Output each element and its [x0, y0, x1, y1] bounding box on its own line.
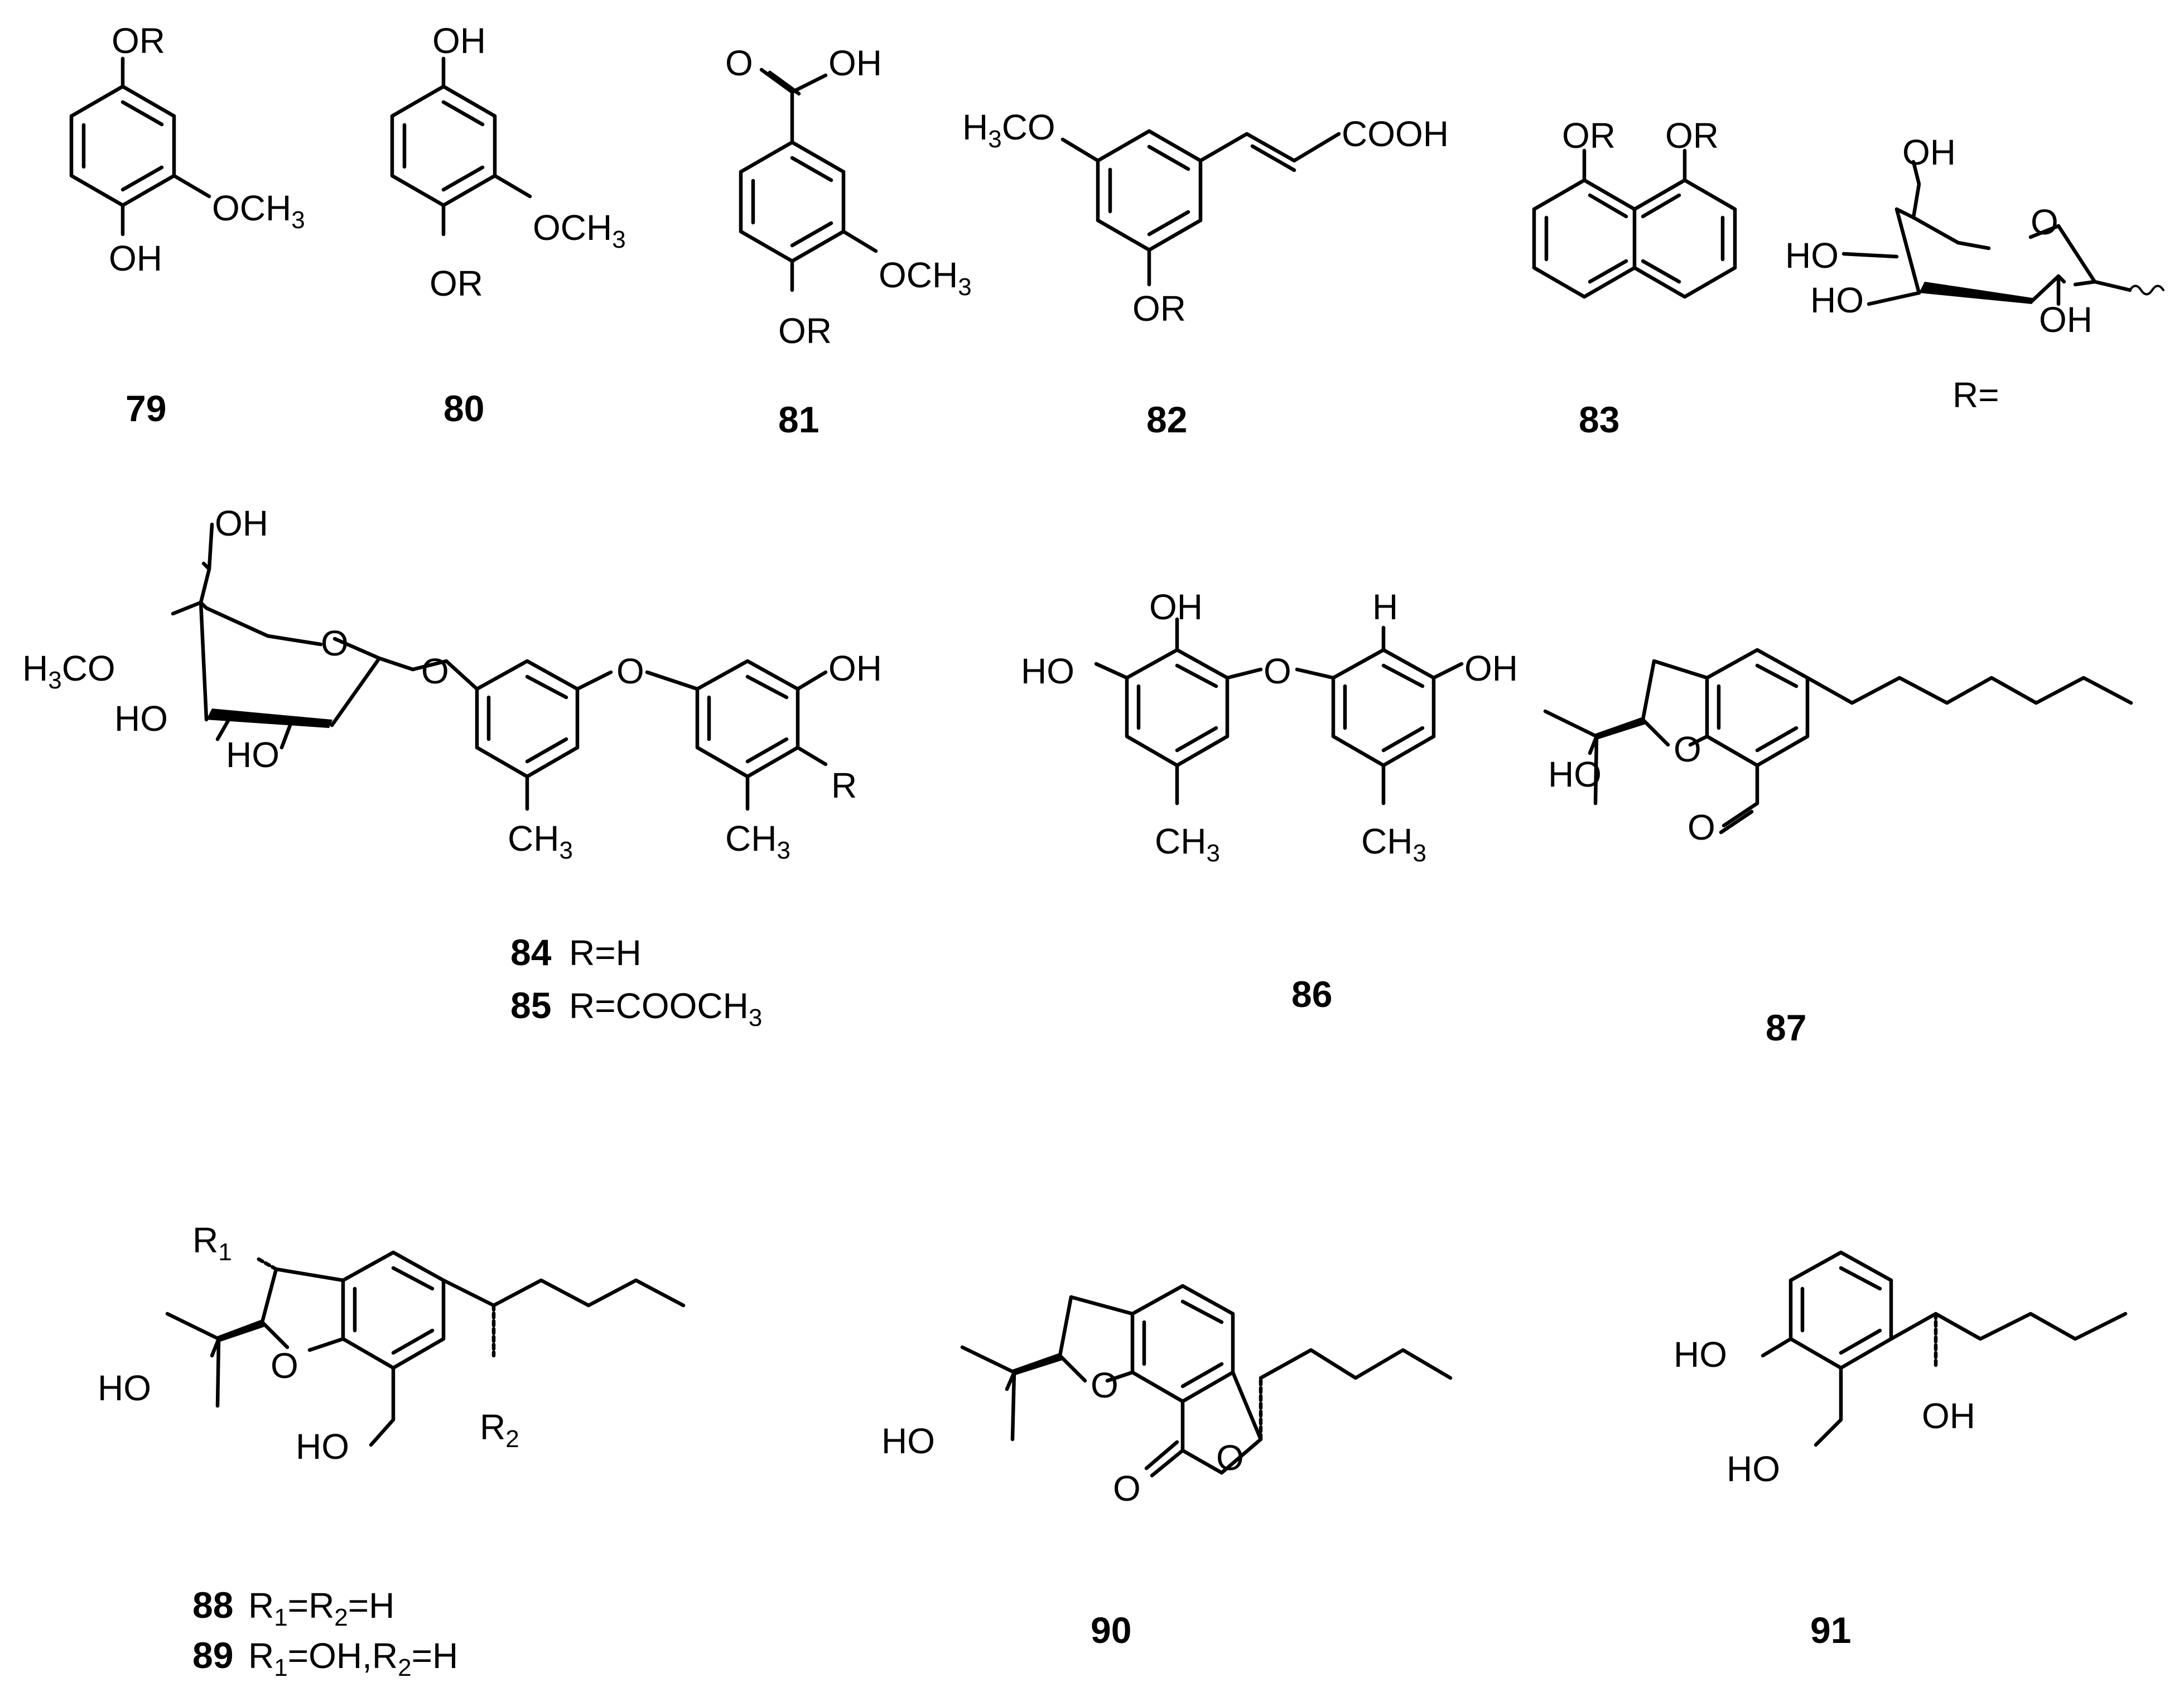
atom-label: OH	[828, 43, 882, 83]
atom-label: CH3	[725, 818, 790, 864]
atom-label: OR	[1665, 115, 1719, 156]
atom-label: OR	[1562, 115, 1616, 156]
r-group-glucose: OH O HO HO OH R=	[1785, 132, 2164, 415]
atom-label: OCH3	[533, 208, 626, 253]
atom-label: OH	[2039, 300, 2093, 340]
atom-label: O	[2031, 202, 2058, 242]
compound-caption: R=COOCH3	[569, 986, 762, 1032]
atom-label: HO	[114, 698, 168, 739]
atom-label: R2	[480, 1407, 519, 1453]
compound-number: 81	[778, 399, 819, 440]
atom-label: OH	[1922, 1396, 1975, 1436]
atom-label: O	[1688, 807, 1715, 847]
atom-label: OH	[1464, 648, 1518, 688]
compound-number: 89	[192, 1635, 233, 1676]
compound-number: 91	[1810, 1609, 1851, 1651]
atom-label: H	[1372, 587, 1398, 627]
atom-label: O	[1113, 1468, 1141, 1508]
atom-label: OCH3	[879, 255, 972, 301]
atom-label: O	[1674, 729, 1701, 769]
atom-label: HO	[1674, 1334, 1727, 1375]
atom-label: HO	[1810, 280, 1864, 320]
compound-83: OR OR 83	[1532, 115, 1737, 440]
atom-label: COOH	[1342, 114, 1449, 154]
compound-caption: R1=R2=H	[248, 1585, 394, 1631]
atom-label: OR	[430, 263, 483, 303]
atom-label: OH	[1149, 587, 1203, 627]
compound-81: O OH OCH3 OR 81	[725, 43, 972, 440]
compound-number: 85	[510, 985, 551, 1026]
compound-number: 80	[443, 388, 484, 429]
compound-number: 79	[126, 388, 166, 429]
atom-label: OR	[778, 311, 832, 351]
atom-label: CH3	[1155, 821, 1220, 867]
atom-label: OCH3	[212, 188, 305, 234]
atom-label: OH	[109, 238, 162, 278]
compound-caption: R1=OH,R2=H	[248, 1636, 458, 1681]
atom-label: H3CO	[22, 648, 115, 694]
compound-number: 86	[1291, 973, 1332, 1015]
atom-label: HO	[1021, 651, 1074, 691]
atom-label: HO	[1548, 754, 1602, 794]
atom-label: CH3	[1361, 821, 1426, 867]
atom-label: HO	[98, 1368, 151, 1408]
compound-82: H3CO COOH OR 82	[962, 107, 1449, 440]
compound-caption: R=H	[569, 933, 642, 973]
atom-label: HO	[1727, 1449, 1780, 1489]
atom-label: HO	[1785, 235, 1839, 276]
compound-79: OR OCH3 OH 79	[69, 21, 305, 429]
compound-number: 84	[510, 932, 552, 973]
compound-number: 83	[1579, 399, 1619, 440]
compound-number: 90	[1091, 1609, 1131, 1651]
atom-label: R1	[192, 1220, 232, 1266]
compound-number: 82	[1146, 399, 1187, 440]
compound-88-89: R1 O HO HO R2 88 R1=R2=H 89 R1=OH,R2=H	[98, 1220, 686, 1681]
compound-number: 87	[1766, 1007, 1806, 1048]
compound-91: HO HO OH 91	[1674, 1250, 2128, 1651]
atom-label: CH3	[508, 818, 573, 864]
atom-label: O	[421, 651, 449, 691]
atom-label: OR	[1132, 288, 1186, 329]
atom-label: OH	[215, 503, 268, 543]
atom-label: HO	[296, 1426, 349, 1467]
atom-label: O	[1216, 1438, 1244, 1478]
r-group-label: R=	[1952, 375, 1999, 415]
atom-label: OH	[1902, 132, 1956, 172]
atom-label: OR	[112, 21, 165, 61]
compound-90: O HO O O 90	[881, 1284, 1453, 1651]
compound-84-85: OH H3CO O HO HO O O OH R CH3 CH3 84 R=H …	[22, 503, 882, 1032]
atom-label: HO	[881, 1421, 935, 1461]
compound-number: 88	[192, 1584, 233, 1626]
atom-label: OH	[828, 648, 882, 688]
atom-label: O	[1091, 1365, 1118, 1405]
compound-86: OH HO O H OH CH3 CH3 86	[1021, 587, 1518, 1015]
atom-label: OH	[432, 21, 486, 61]
atom-label: O	[1264, 651, 1291, 691]
compound-87: O HO O 87	[1543, 648, 2133, 1048]
atom-label: H3CO	[962, 107, 1055, 153]
atom-label: O	[271, 1346, 298, 1386]
atom-label: R	[831, 765, 857, 806]
atom-label: HO	[226, 735, 279, 775]
compound-80: OH OCH3 OR 80	[390, 21, 626, 429]
atom-label: O	[321, 623, 349, 663]
atom-label: O	[725, 43, 753, 83]
atom-label: O	[616, 651, 644, 691]
